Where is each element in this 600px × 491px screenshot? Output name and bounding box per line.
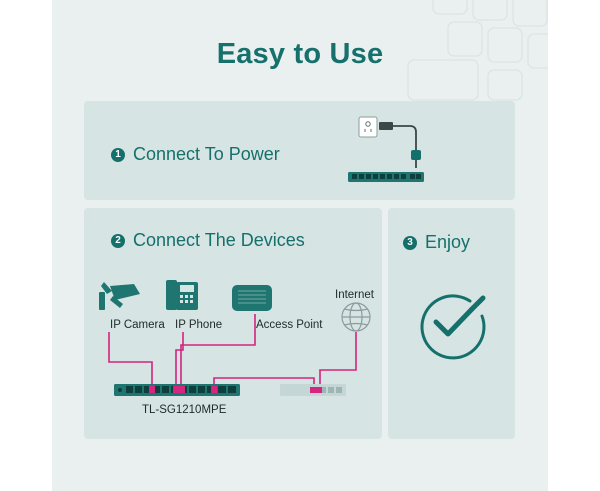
step-1-heading: 1 Connect To Power <box>111 144 280 165</box>
step-number-badge: 3 <box>403 235 417 250</box>
cctv-camera-icon <box>99 282 140 310</box>
ip-camera-label: IP Camera <box>110 319 165 331</box>
step-card-devices <box>84 208 382 439</box>
access-point-icon <box>232 285 272 311</box>
step-3-label: Enjoy <box>425 232 471 252</box>
step-number-badge: 1 <box>111 147 125 162</box>
feature-panel: Easy to Use 1 Connect To Power 2 Connect… <box>52 0 548 491</box>
desk-phone-icon <box>166 280 198 310</box>
step-number-badge: 2 <box>111 233 125 248</box>
illustration-layer <box>99 116 486 396</box>
internet-label: Internet <box>335 289 374 301</box>
router-icon <box>280 384 346 396</box>
access-point-label: Access Point <box>256 319 323 331</box>
page-title: Easy to Use <box>216 38 384 70</box>
step-1-label: Connect To Power <box>133 144 280 164</box>
ip-phone-label: IP Phone <box>175 319 223 331</box>
main-switch-icon <box>114 384 240 396</box>
check-circle-icon <box>420 294 486 360</box>
step-3-heading: 3 Enjoy <box>403 232 470 253</box>
step-2-label: Connect The Devices <box>133 230 305 250</box>
power-outlet-icon <box>358 116 378 138</box>
network-switch-icon <box>348 172 424 182</box>
power-plug-icon <box>379 122 421 168</box>
switch-model-label: TL-SG1210MPE <box>142 404 227 416</box>
step-card-power <box>84 101 515 200</box>
globe-icon <box>341 302 371 332</box>
step-2-heading: 2 Connect The Devices <box>111 230 305 251</box>
cable-lines <box>108 314 357 385</box>
keyboard-background-decoration <box>407 0 548 101</box>
